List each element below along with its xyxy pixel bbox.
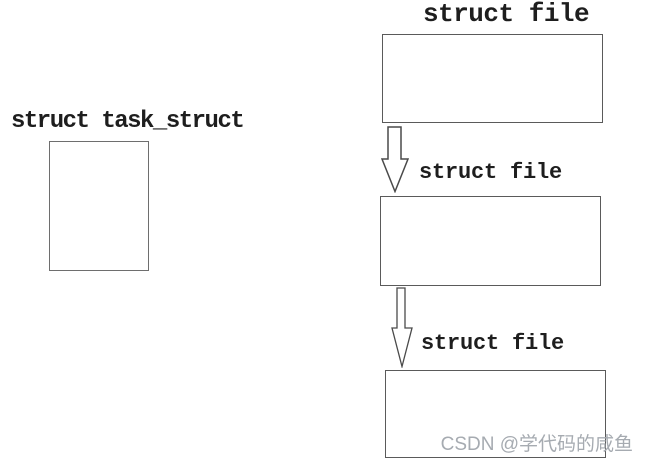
file-struct-label-3: struct file — [421, 331, 565, 356]
down-arrow-icon — [381, 126, 409, 193]
file-struct-box-2 — [380, 196, 601, 286]
csdn-watermark: CSDN @学代码的咸鱼 — [440, 434, 633, 455]
file-struct-label-2: struct file — [419, 160, 563, 185]
task-struct-box — [49, 141, 149, 271]
file-struct-label-1: struct file — [423, 0, 590, 29]
file-struct-box-1 — [382, 34, 603, 123]
task-struct-label: struct task_struct — [11, 108, 245, 135]
file-struct-box-3 — [385, 370, 606, 458]
down-arrow-icon — [391, 287, 413, 368]
